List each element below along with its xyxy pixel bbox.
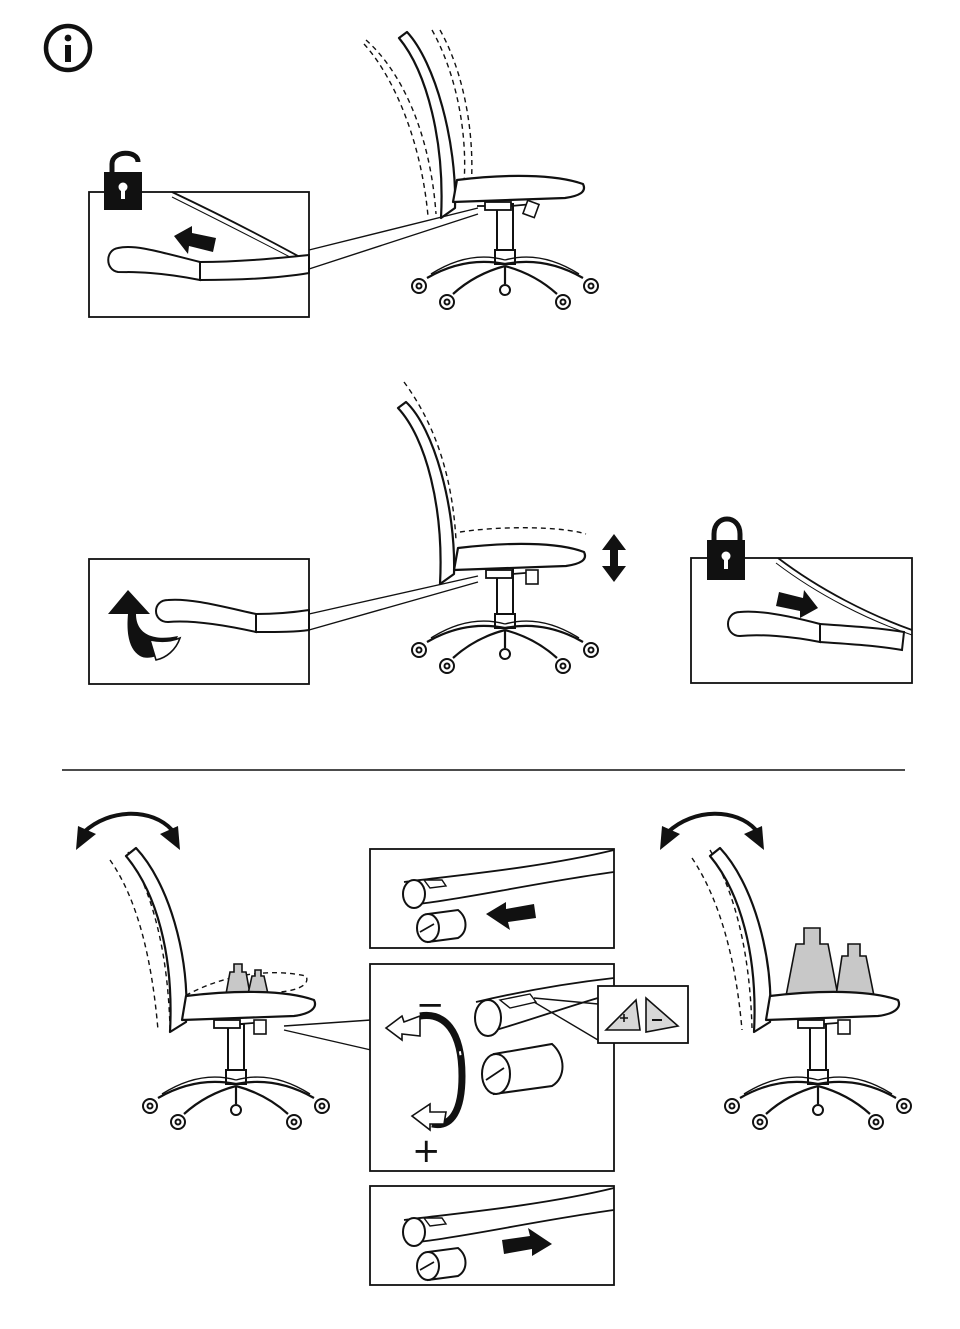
arrow-left-icon [486, 902, 536, 930]
height-adjust-panel [88, 558, 310, 685]
arrow-up-down-icon [602, 534, 626, 582]
arrow-right-icon [776, 590, 818, 618]
lock-step-panel [690, 557, 913, 684]
plus-symbol: + [412, 1131, 441, 1171]
knob-pull-panel [369, 848, 615, 949]
minus-symbol: − [416, 985, 445, 1025]
swing-arrow-icon [660, 811, 764, 850]
tension-knob-panel: − + [369, 963, 615, 1172]
unlocked-padlock-icon [104, 150, 142, 210]
knob-push-panel [369, 1185, 615, 1286]
arrow-left-icon [174, 226, 216, 254]
chair-heavy-weight-drawing [691, 846, 913, 1131]
rotate-arrow-icon [384, 1011, 466, 1132]
weight-icon [785, 927, 875, 997]
unlock-step-panel [88, 191, 310, 318]
chair-height-drawing [396, 381, 600, 675]
weight-icon [225, 963, 269, 995]
chair-tilt-drawing [363, 29, 600, 311]
locked-padlock-icon [707, 516, 745, 580]
swing-arrow-icon [76, 811, 180, 850]
adjust-wedge-icon [597, 985, 689, 1044]
arrow-right-icon [502, 1228, 552, 1256]
chair-light-weight-drawing [109, 846, 331, 1131]
curved-arrow-icon [108, 590, 182, 661]
info-icon [43, 23, 93, 73]
